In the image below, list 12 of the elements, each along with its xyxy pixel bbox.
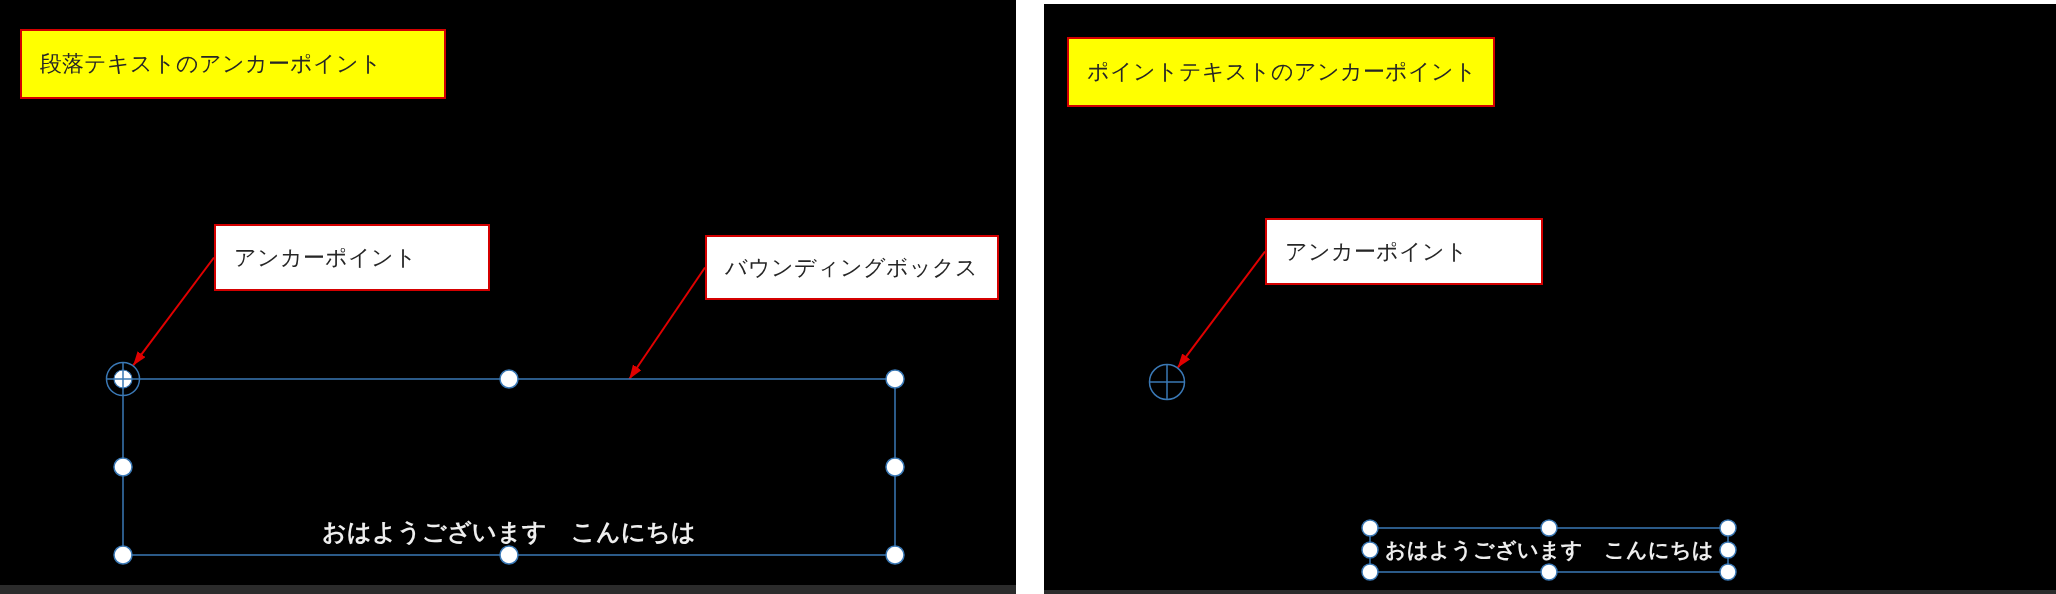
- sample-text: おはようございます こんにちは: [322, 519, 696, 547]
- sample-text: おはようございます こんにちは: [1384, 537, 1714, 563]
- crosshair-icon: [1148, 363, 1186, 401]
- leader-arrow: [1176, 250, 1266, 369]
- callout-box: アンカーポイント: [1265, 218, 1543, 285]
- callout-box: バウンディングボックス: [705, 235, 999, 300]
- callout-box: アンカーポイント: [214, 224, 490, 291]
- heading-box: 段落テキストのアンカーポイント: [20, 29, 446, 99]
- heading-box: ポイントテキストのアンカーポイント: [1067, 37, 1495, 107]
- leader-arrow: [628, 266, 706, 380]
- leader-arrow: [132, 256, 215, 367]
- crosshair-icon: [105, 361, 141, 397]
